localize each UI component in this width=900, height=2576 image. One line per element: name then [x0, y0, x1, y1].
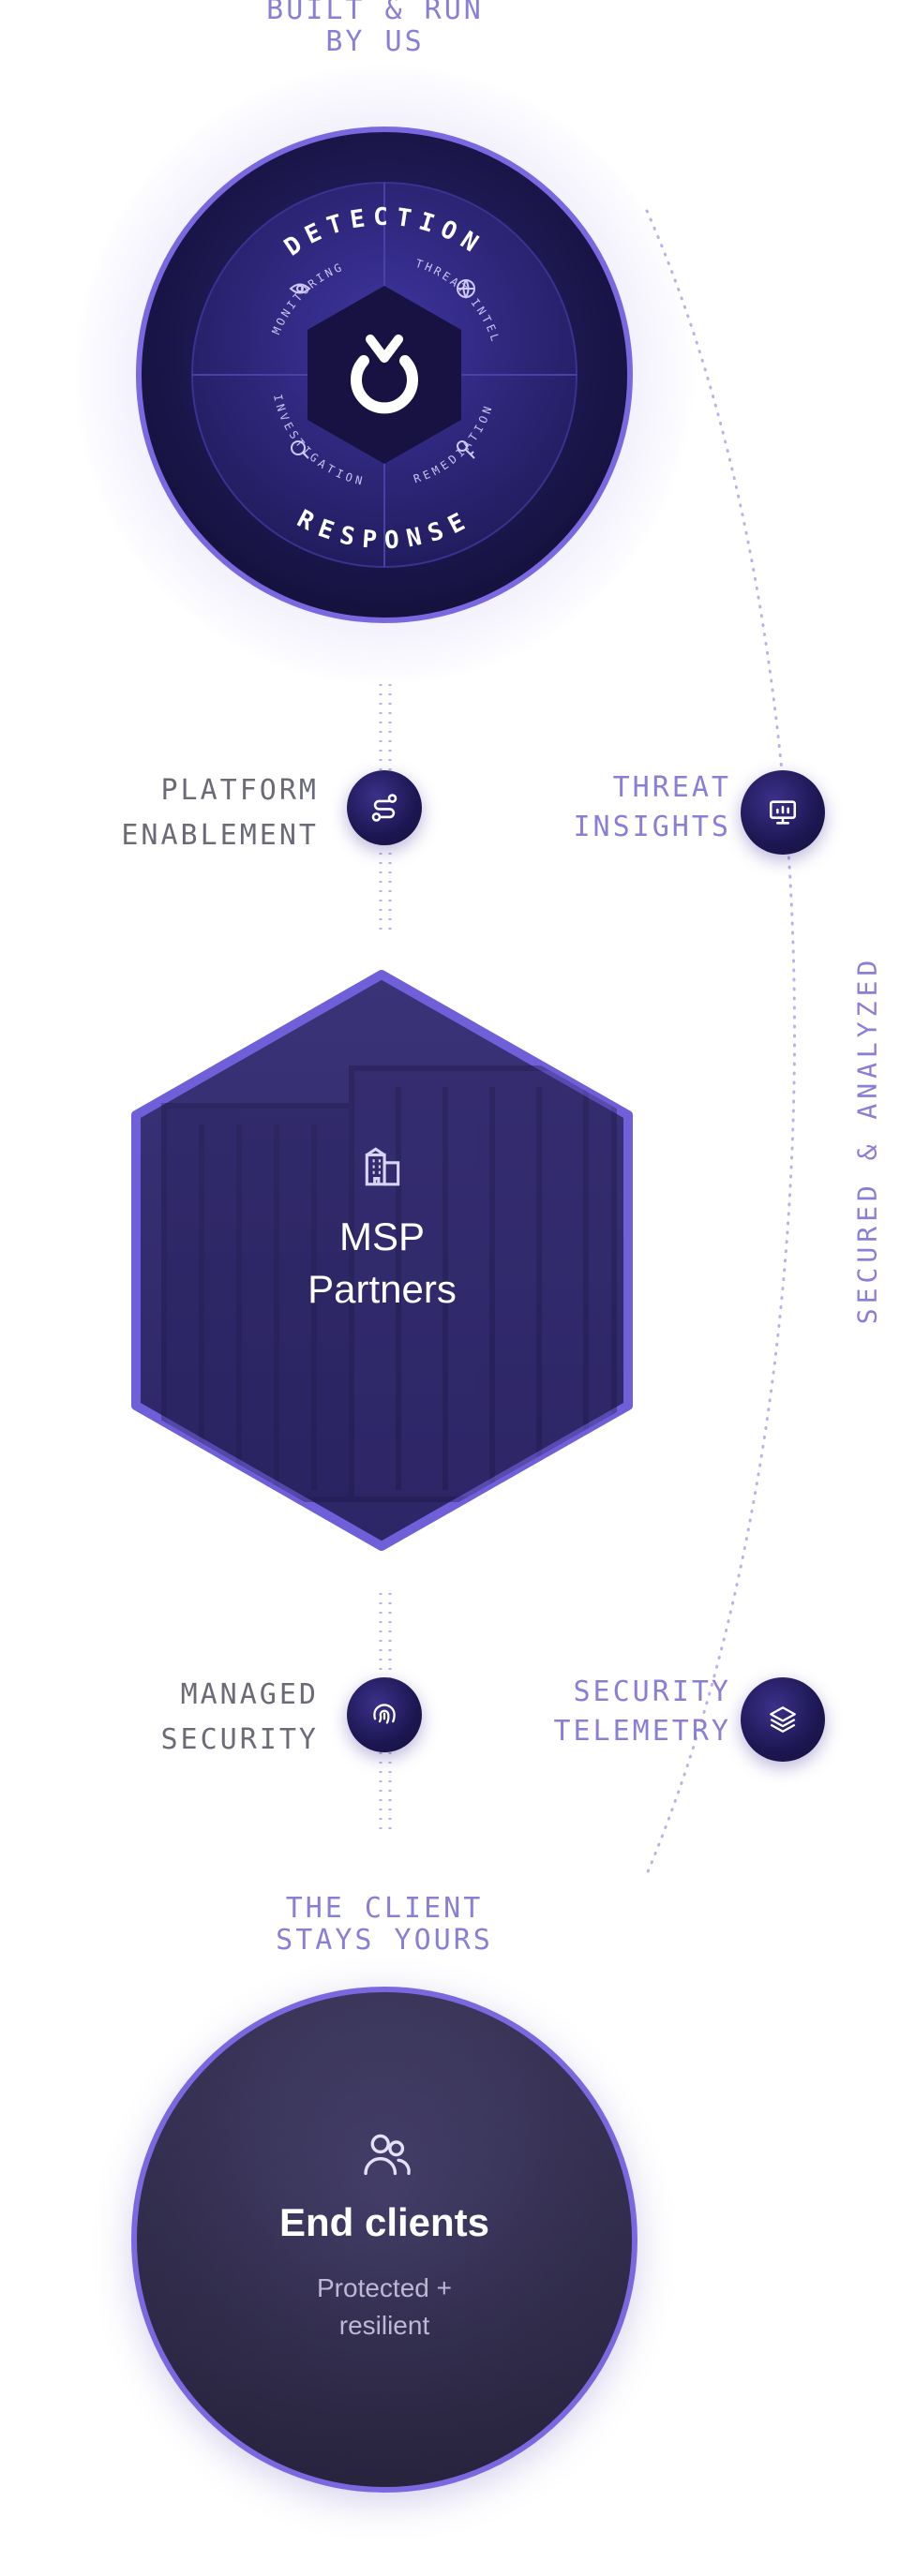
end-clients-title: End clients — [278, 2200, 490, 2244]
top-caption-line1: BUILT & RUN — [266, 0, 484, 26]
platform-line2: ENABLEMENT — [121, 819, 319, 852]
top-caption-line2: BY US — [325, 25, 425, 58]
layers-icon — [741, 1677, 825, 1762]
detection-response-dial: DETECTION RESPONSE MONITORING THREAT INT… — [75, 66, 694, 684]
managed-line1: MANAGED — [180, 1678, 319, 1711]
photo-overlay — [137, 1992, 632, 2487]
managed-security-label: MANAGED SECURITY — [38, 1673, 319, 1763]
managed-line2: SECURITY — [160, 1723, 319, 1756]
threat-insights-label: THREAT INSIGHTS — [450, 768, 731, 847]
telemetry-line1: SECURITY — [573, 1675, 731, 1708]
users-icon — [360, 2128, 414, 2182]
globe-icon — [457, 279, 475, 300]
building-icon — [359, 1143, 406, 1190]
msp-hex-graphic — [131, 970, 633, 1551]
threat-line2: INSIGHTS — [573, 811, 731, 843]
msp-partners-hex: MSP Partners — [127, 965, 638, 1556]
platform-enablement-label: PLATFORM ENABLEMENT — [38, 768, 319, 858]
side-label-text: SECURED & ANALYZED — [851, 955, 883, 1325]
brand-logo — [351, 335, 418, 414]
threat-line1: THREAT — [612, 771, 731, 804]
dial-graphic: DETECTION RESPONSE MONITORING THREAT INT… — [136, 127, 633, 623]
fingerprint-icon — [347, 1677, 422, 1752]
msp-line2: Partners — [308, 1267, 457, 1311]
security-telemetry-label: SECURITY TELEMETRY — [450, 1673, 731, 1751]
monitor-chart-icon — [741, 770, 825, 855]
route-icon — [347, 770, 422, 845]
client-caption-line2: STAYS YOURS — [276, 1924, 493, 1957]
msp-title: MSP Partners — [127, 1211, 638, 1316]
end-clients-circle: End clients Protected + resilient — [131, 1987, 638, 2493]
client-caption: THE CLIENT STAYS YOURS — [216, 1893, 553, 1957]
eye-icon — [289, 283, 311, 294]
key-icon — [457, 440, 475, 459]
subtitle-line2: resilient — [338, 2311, 430, 2340]
search-icon — [291, 440, 309, 459]
top-caption: BUILT & RUN BY US — [216, 0, 534, 58]
client-caption-line1: THE CLIENT — [285, 1892, 484, 1925]
msp-line1: MSP — [338, 1214, 425, 1258]
platform-line1: PLATFORM — [160, 774, 319, 807]
telemetry-line2: TELEMETRY — [553, 1715, 731, 1748]
end-clients-subtitle: Protected + resilient — [137, 2270, 632, 2345]
subtitle-line1: Protected + — [317, 2273, 452, 2302]
